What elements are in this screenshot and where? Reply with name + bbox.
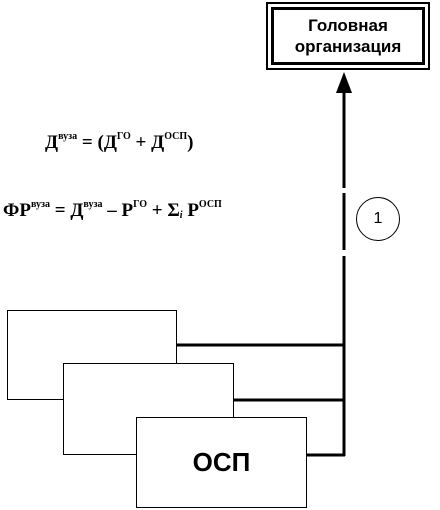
formula1-d2-sup: ОСП	[164, 131, 188, 142]
formula2-plus: +	[147, 200, 168, 221]
formula1-d1-sup: ГО	[116, 131, 131, 142]
formula1-d1: Д	[103, 132, 117, 153]
formula2-r2-sup: ОСП	[198, 199, 222, 210]
formula1-plus: +	[130, 132, 152, 153]
formula1-close: )	[187, 132, 194, 153]
formula2-r2: Р	[182, 200, 199, 221]
arrowhead-icon	[336, 72, 352, 93]
osp-label: ОСП	[192, 447, 251, 477]
head-organization-box: Головная организация	[266, 2, 430, 70]
flow-marker-label: 1	[373, 210, 383, 227]
formula2-lhs-sup: вуза	[30, 199, 51, 210]
formula2-r1-sup: ГО	[133, 199, 148, 210]
formula2-sum: Σ	[167, 200, 180, 221]
formula1-d2: Д	[151, 132, 165, 153]
head-organization-inner-frame: Головная организация	[271, 7, 425, 65]
formula2-d: Д	[70, 200, 84, 221]
formula2-eq: =	[50, 200, 71, 221]
formula2-d-sup: вуза	[83, 199, 103, 210]
formula1-lhs: Д	[45, 132, 59, 153]
flow-marker-circle: 1	[356, 197, 400, 241]
formula-university-result: ФРвуза = Двуза – РГО + Σi РОСП	[3, 199, 222, 222]
formula-university-income: Двуза = (ДГО + ДОСП)	[45, 131, 193, 154]
formula2-lhs: ФР	[3, 200, 31, 221]
formula2-minus: –	[102, 200, 122, 221]
head-organization-label: Головная организация	[294, 16, 402, 56]
formula2-sum-sub: i	[179, 210, 183, 221]
formula1-eq: = (	[77, 132, 104, 153]
osp-box: ОСП	[136, 417, 307, 508]
formula1-lhs-sup: вуза	[58, 131, 78, 142]
formula2-r1: Р	[121, 200, 134, 221]
